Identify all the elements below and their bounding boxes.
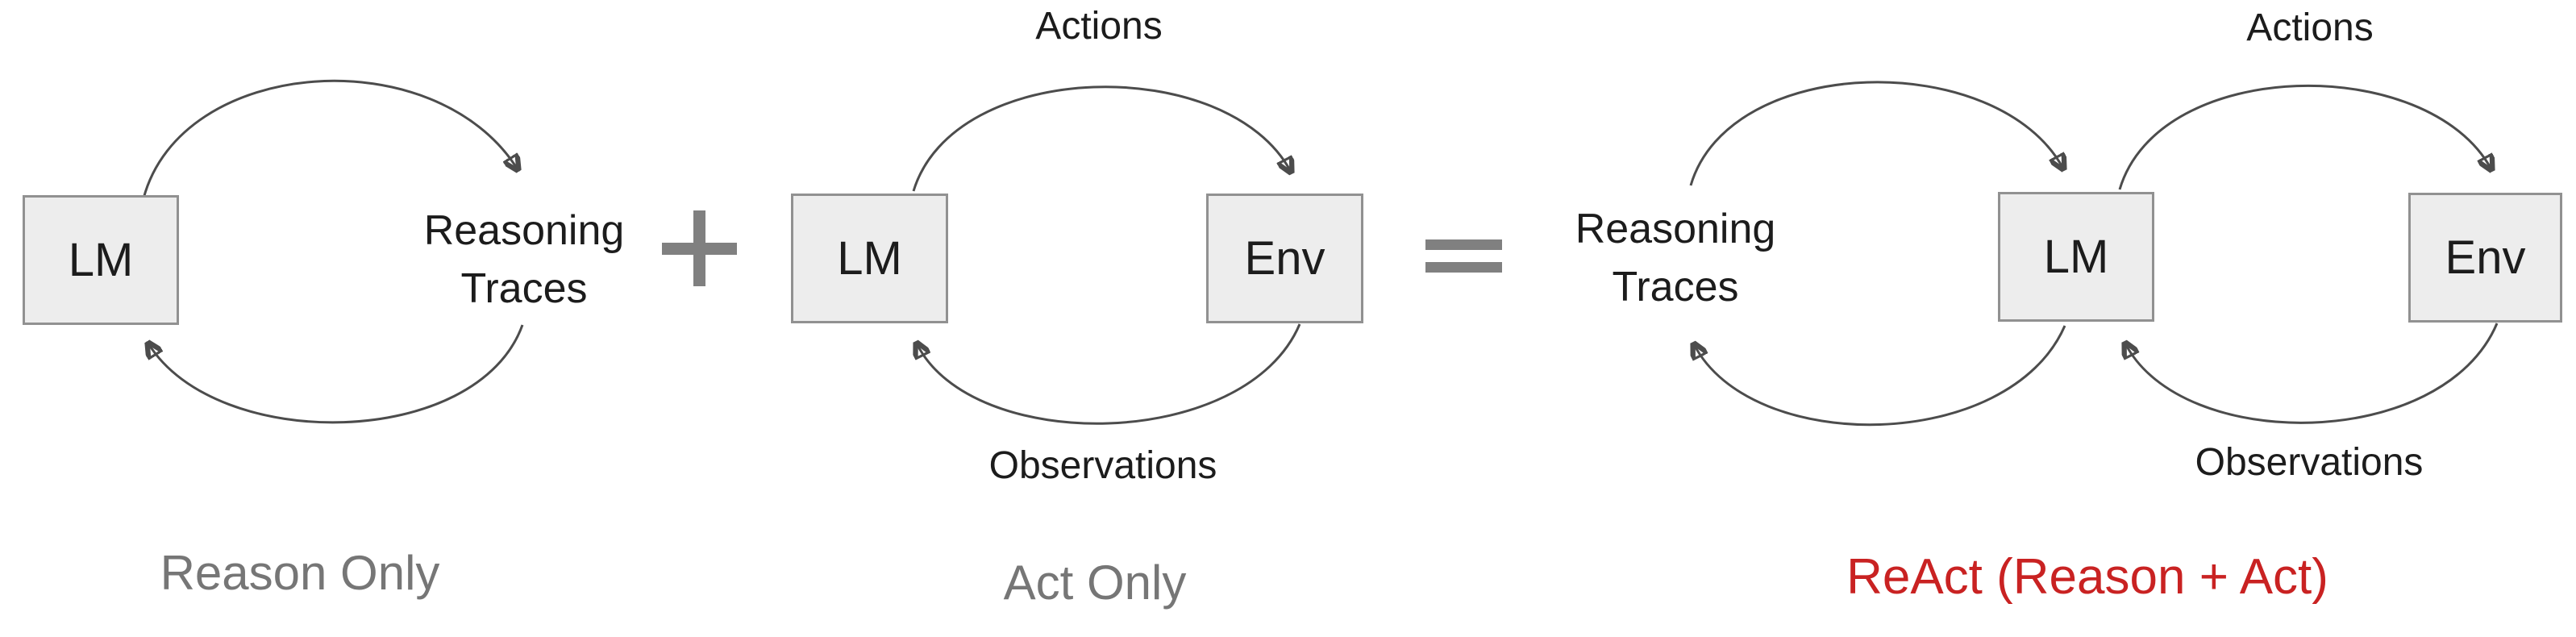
reason-loop-top-arrow (142, 79, 518, 199)
caption-reason-only: Reason Only (160, 546, 440, 600)
reason-loop-bottom-arrow (148, 324, 524, 424)
reasoning-traces-line2: Traces (1612, 264, 1739, 310)
lm-box-reason-only: LM (23, 195, 179, 325)
actions-label-react: Actions (2246, 6, 2374, 49)
act-loop-observations-arrow (917, 323, 1301, 425)
observations-label-react: Observations (2195, 441, 2424, 484)
plus-vertical-bar (693, 210, 705, 286)
reasoning-traces-line2: Traces (460, 265, 588, 312)
lm-box-act-only: LM (791, 194, 948, 323)
react-reason-loop-bottom-arrow (1694, 325, 2066, 427)
caption-act-only: Act Only (1003, 556, 1187, 610)
env-box-react: Env (2408, 193, 2562, 323)
react-act-loop-observations-arrow (2125, 323, 2499, 424)
lm-label: LM (68, 234, 134, 286)
reasoning-traces-text-react: Reasoning Traces (1538, 200, 1812, 316)
actions-label-act-only: Actions (1035, 5, 1163, 48)
equals-bottom-bar (1425, 262, 1502, 273)
reasoning-traces-line1: Reasoning (1575, 206, 1776, 252)
react-act-loop-actions-arrow (2118, 84, 2491, 190)
lm-box-react: LM (1998, 192, 2154, 322)
act-loop-actions-arrow (912, 85, 1291, 192)
reasoning-traces-line1: Reasoning (423, 207, 625, 254)
lm-label: LM (2043, 231, 2109, 283)
env-label: Env (2445, 231, 2526, 284)
equals-operator (1425, 239, 1502, 274)
observations-label-act-only: Observations (988, 444, 1217, 487)
equals-top-bar (1425, 239, 1502, 250)
caption-react: ReAct (Reason + Act) (1846, 549, 2328, 605)
react-reason-loop-top-arrow (1689, 81, 2063, 186)
env-box-act-only: Env (1206, 194, 1363, 323)
lm-label: LM (837, 232, 902, 285)
env-label: Env (1244, 232, 1325, 285)
reasoning-traces-text-reason-only: Reasoning Traces (387, 202, 661, 318)
plus-operator (662, 210, 737, 286)
